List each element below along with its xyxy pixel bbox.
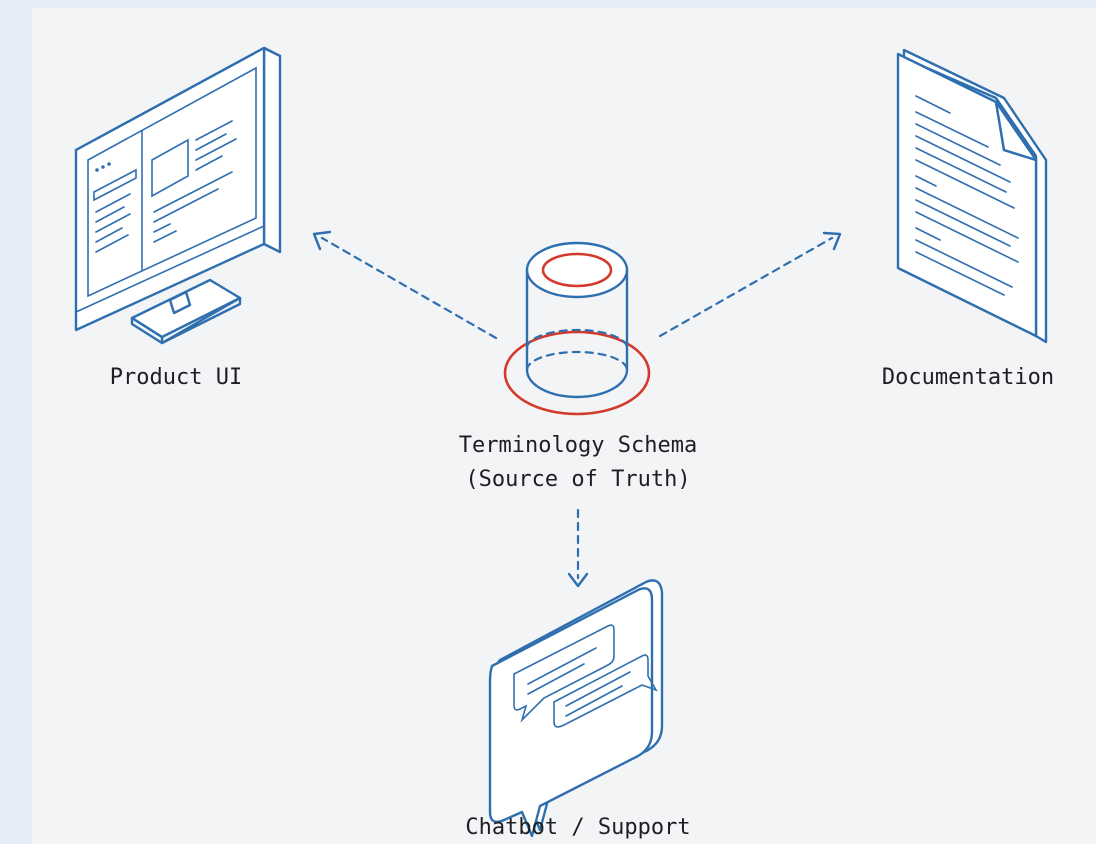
terminology-schema-label: Terminology Schema: [459, 433, 697, 458]
chat-bubble-icon: [488, 579, 664, 838]
database-cylinder-icon: [503, 241, 651, 416]
desktop-monitor-icon: [74, 46, 282, 345]
arrow-to-product-ui: [312, 230, 498, 340]
chatbot-support-label: Chatbot / Support: [465, 815, 690, 840]
documentation-label: Documentation: [882, 365, 1054, 390]
arrow-to-chatbot: [567, 508, 589, 588]
arrow-to-documentation: [658, 231, 842, 338]
product-ui-label: Product UI: [110, 365, 242, 390]
document-page-icon: [896, 48, 1048, 344]
source-of-truth-label: (Source of Truth): [465, 467, 690, 492]
